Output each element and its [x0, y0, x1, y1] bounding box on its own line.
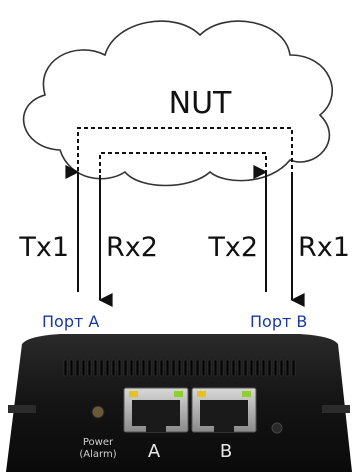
power-label-line1: Power — [83, 437, 114, 448]
jack-a — [123, 387, 189, 433]
jack-b — [191, 387, 257, 433]
power-led — [91, 405, 105, 419]
status-dot — [271, 422, 283, 434]
led-yellow — [197, 391, 206, 397]
vent-slots — [63, 359, 296, 377]
cloud — [22, 20, 333, 187]
power-label-line2: (Alarm) — [79, 449, 116, 460]
led-green — [174, 391, 183, 397]
led-yellow — [129, 391, 138, 397]
signal-rx1-label: Rx1 — [298, 232, 350, 263]
signal-tx2-label: Tx2 — [207, 232, 258, 263]
led-green — [242, 391, 251, 397]
jack-b-label: B — [220, 441, 232, 462]
path-outer-dashed — [77, 127, 293, 185]
cloud-label: NUT — [169, 86, 232, 121]
port-b-label: Порт B — [250, 312, 307, 331]
signal-tx1-label: Tx1 — [18, 232, 69, 263]
jack-a-label: A — [148, 441, 161, 462]
port-a-label: Порт A — [42, 312, 99, 331]
signal-rx2-label: Rx2 — [106, 232, 158, 263]
device — [6, 334, 352, 472]
